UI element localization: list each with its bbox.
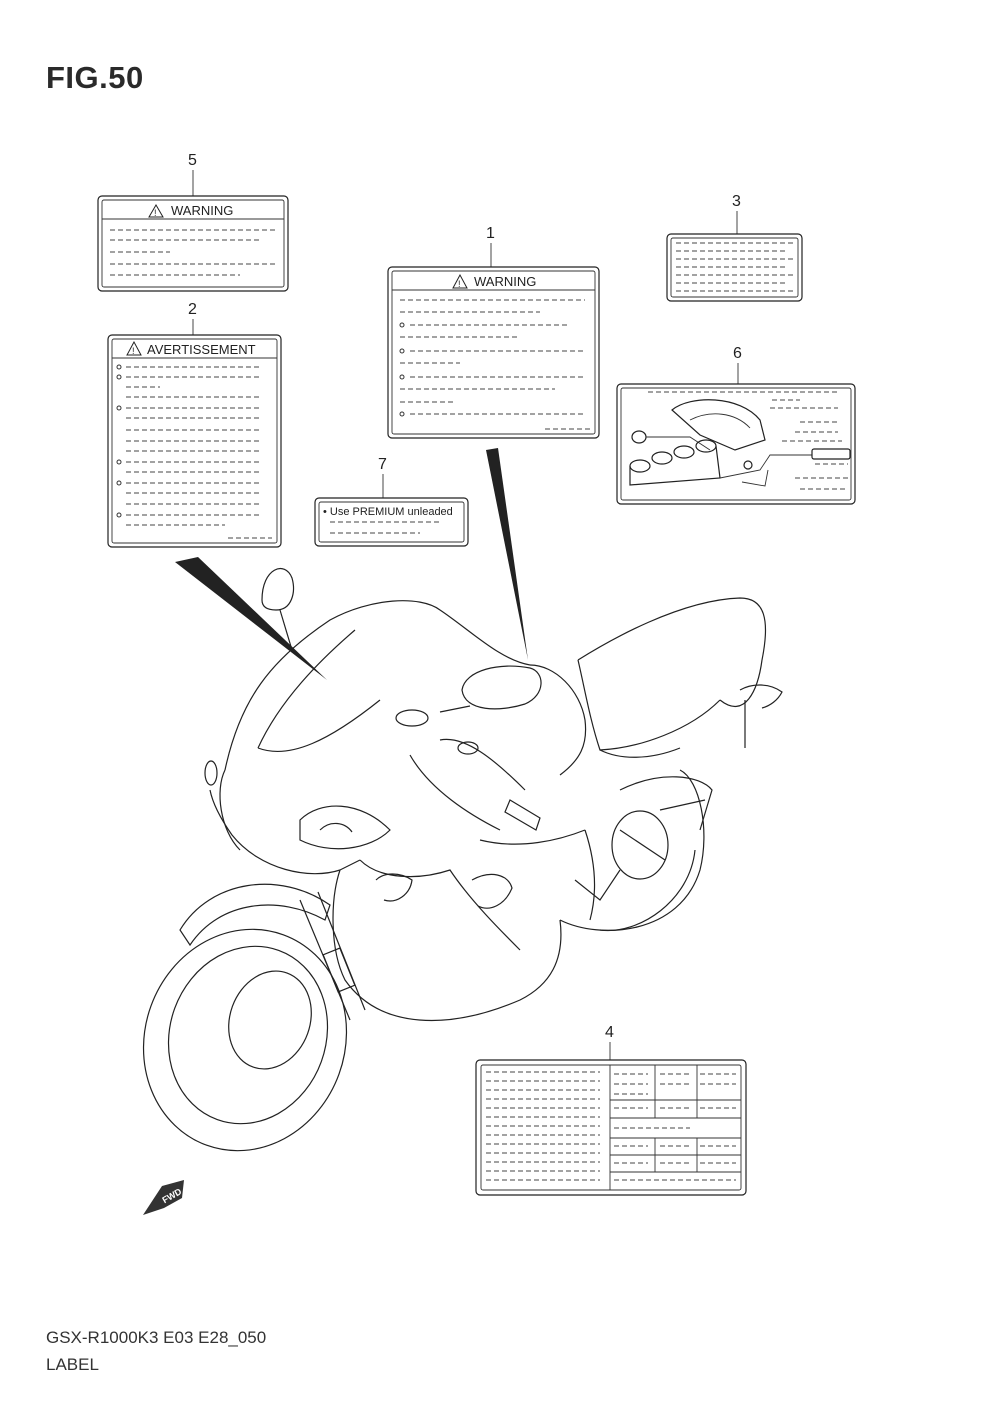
label-3: 3 — [666, 193, 803, 302]
callout-number-4: 4 — [605, 1024, 614, 1041]
label-4: 4 — [475, 1024, 747, 1196]
throttle-bodies — [629, 439, 721, 486]
callout-number-3: 3 — [732, 193, 741, 210]
svg-text:!: ! — [154, 208, 157, 218]
svg-text:!: ! — [458, 279, 461, 289]
callout-number-2: 2 — [188, 301, 197, 318]
bullet-icon — [116, 512, 122, 518]
callout-number-1: 1 — [486, 225, 495, 242]
diagram-name: LABEL — [46, 1355, 99, 1374]
diagram-code: GSX-R1000K3 E03 E28_050 — [46, 1328, 267, 1347]
bullet-icon — [116, 459, 122, 465]
callout-number-6: 6 — [733, 345, 742, 362]
warning-triangle-icon: ! — [452, 273, 468, 289]
warning-triangle-icon: ! — [126, 340, 142, 356]
label-6: 6 — [616, 345, 856, 505]
bullet-icon — [116, 374, 122, 380]
bullet-icon — [399, 348, 405, 354]
label-2: 2 ! AVERTISSEMENT — [107, 301, 282, 548]
bullet-icon — [399, 374, 405, 380]
warning-triangle-icon: ! — [148, 204, 164, 218]
label-7: 7 • Use PREMIUM unleaded — [314, 456, 469, 547]
callout-number-5: 5 — [188, 152, 197, 169]
hose-routing-illustration — [629, 399, 851, 487]
bullet-icon — [116, 480, 122, 486]
label-5-heading: WARNING — [171, 203, 233, 218]
bullet-icon — [116, 364, 122, 370]
fwd-arrow-icon: FWD — [143, 1180, 184, 1215]
label-5: 5 ! WARNING — [97, 152, 289, 292]
callout-number-7: 7 — [378, 456, 387, 473]
motorcycle-illustration — [142, 567, 783, 1152]
svg-text:!: ! — [132, 346, 135, 356]
label-1-heading: WARNING — [474, 274, 536, 289]
leader-arrow-label-1 — [486, 448, 528, 660]
label-7-text: • Use PREMIUM unleaded — [323, 506, 453, 518]
leader-arrow-label-2 — [175, 557, 327, 680]
label-2-heading: AVERTISSEMENT — [147, 342, 256, 357]
label-1: 1 ! WARNING — [387, 225, 600, 439]
bullet-icon — [399, 322, 405, 328]
bullet-icon — [116, 405, 122, 411]
bullet-icon — [399, 411, 405, 417]
figure-title: FIG.50 — [46, 60, 144, 95]
